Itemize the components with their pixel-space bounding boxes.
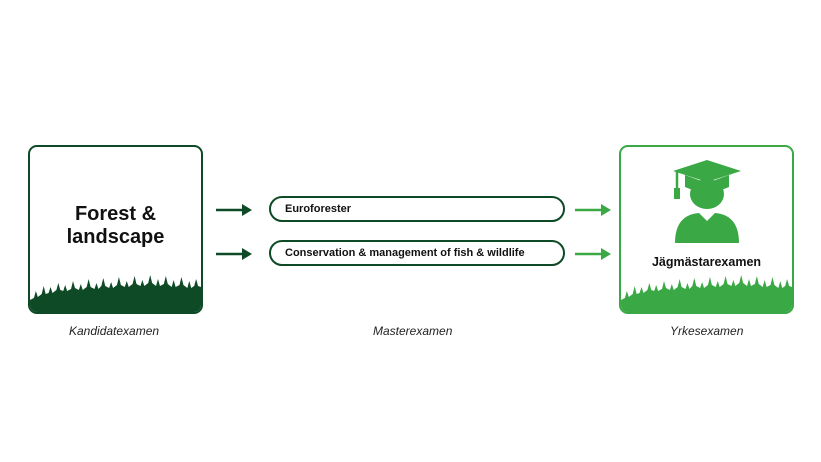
forest-silhouette bbox=[30, 275, 201, 312]
program-euroforester: Euroforester bbox=[269, 196, 565, 222]
graduate-icon bbox=[673, 160, 741, 243]
bachelor-title-line2: landscape bbox=[66, 226, 165, 248]
arrow-from-euroforester bbox=[575, 204, 611, 216]
professional-caption: Yrkesexamen bbox=[670, 324, 744, 338]
arrow-to-euroforester bbox=[216, 204, 252, 216]
bachelor-title-line1: Forest & bbox=[74, 203, 157, 225]
program-conservation-label: Conservation & management of fish & wild… bbox=[285, 247, 525, 259]
program-euroforester-label: Euroforester bbox=[285, 203, 352, 215]
program-conservation: Conservation & management of fish & wild… bbox=[269, 240, 565, 266]
forest-silhouette bbox=[621, 275, 792, 312]
bachelor-box: Forest & landscape bbox=[28, 145, 203, 314]
master-caption: Masterexamen bbox=[373, 324, 453, 338]
arrow-from-conservation bbox=[575, 248, 611, 260]
professional-title: Jägmästarexamen bbox=[651, 255, 762, 269]
professional-box: Jägmästarexamen bbox=[619, 145, 794, 314]
bachelor-title: Forest & landscape bbox=[30, 203, 201, 249]
arrow-to-conservation bbox=[216, 248, 252, 260]
bachelor-caption: Kandidatexamen bbox=[69, 324, 160, 338]
